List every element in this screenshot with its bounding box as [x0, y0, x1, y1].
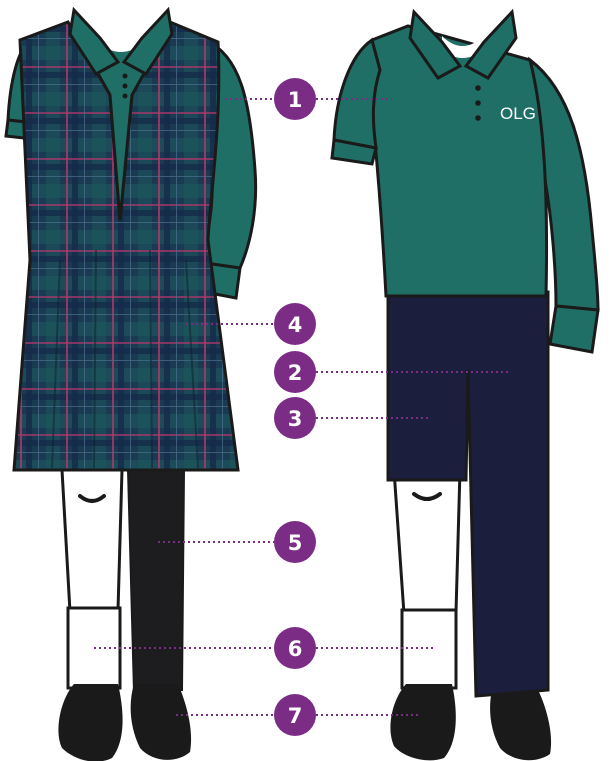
badge-4: 4: [274, 303, 316, 345]
badge-6-label: 6: [288, 637, 303, 661]
badge-5: 5: [274, 521, 316, 563]
badge-7-label: 7: [288, 704, 303, 728]
right-figure-sock: [402, 610, 456, 688]
left-figure-button: [123, 84, 128, 89]
left-figure-button: [123, 94, 128, 99]
left-figure-tights: [128, 470, 184, 692]
right-figure-cuff-right: [550, 306, 598, 352]
shirt-logo: OLG: [500, 104, 536, 123]
right-figure-sleeve-left: [334, 40, 380, 148]
right-figure-shoe-right: [490, 690, 551, 760]
right-figure-shoe-left: [390, 684, 455, 760]
badge-6: 6: [274, 627, 316, 669]
badge-1: 1: [274, 78, 316, 120]
left-figure-button: [123, 74, 128, 79]
left-figure-leg-left: [62, 470, 122, 612]
right-figure-leg-left: [394, 470, 460, 614]
badge-2: 2: [274, 351, 316, 393]
badge-3-label: 3: [288, 407, 303, 431]
badge-3: 3: [274, 397, 316, 439]
badge-5-label: 5: [288, 531, 303, 555]
right-figure-button: [475, 115, 481, 121]
right-figure-button: [475, 100, 481, 106]
right-figure-button: [475, 85, 481, 91]
badge-7: 7: [274, 694, 316, 736]
left-figure-shoe-right: [131, 684, 191, 760]
badge-1-label: 1: [288, 88, 303, 112]
badge-2-label: 2: [288, 361, 303, 385]
badge-4-label: 4: [288, 313, 303, 337]
left-figure-shoe-left: [58, 684, 122, 761]
